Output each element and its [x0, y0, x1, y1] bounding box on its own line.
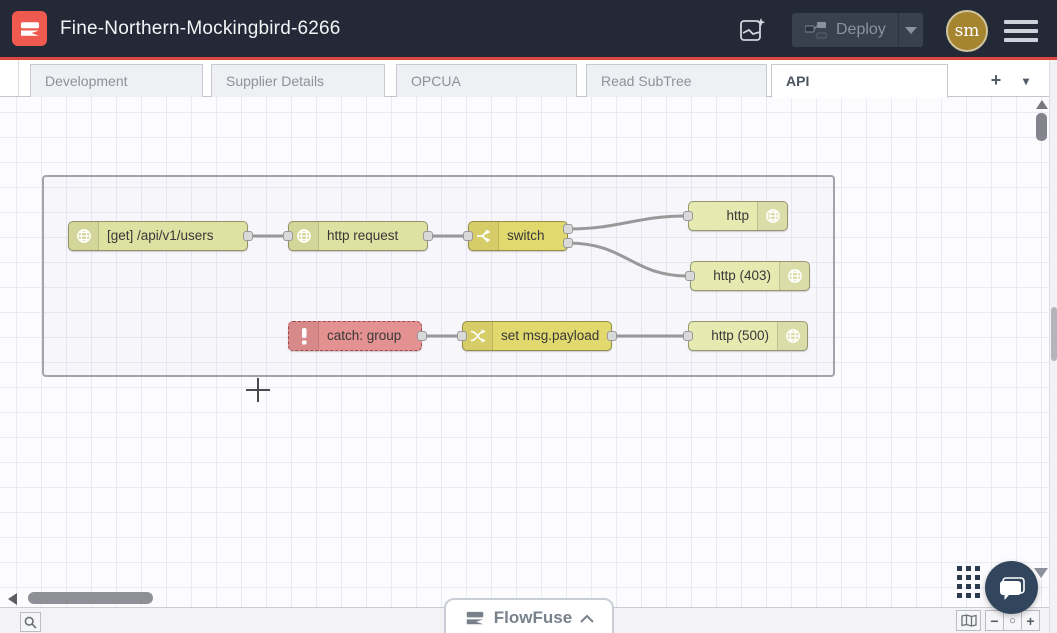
window-scrollbar-thumb[interactable]: [1051, 307, 1057, 361]
avatar-initials: sm: [954, 21, 980, 41]
deploy-nodes-icon: [805, 22, 827, 39]
node-http-request[interactable]: http request: [288, 221, 428, 251]
header: Fine-Northern-Mockingbird-6266 Deploy: [0, 0, 1057, 60]
port-in-http-request[interactable]: [283, 231, 293, 241]
deploy-button-group: Deploy: [792, 13, 923, 47]
node-switch[interactable]: switch: [468, 221, 568, 251]
flowfuse-label: FlowFuse: [493, 608, 573, 627]
node-label: http (403): [713, 268, 771, 283]
node-label: switch: [507, 228, 545, 243]
hscroll-thumb[interactable]: [28, 592, 153, 604]
node-http-403[interactable]: http (403): [690, 261, 810, 291]
hamburger-menu-icon[interactable]: [1004, 20, 1038, 42]
globe-icon: [757, 202, 787, 230]
globe-icon: [69, 222, 99, 250]
workspace-tabbar: Development Supplier Details OPCUA Read …: [0, 60, 1049, 98]
tab-label: API: [786, 73, 810, 89]
port-in-http-response[interactable]: [683, 211, 693, 221]
minimap-toggle-button[interactable]: [956, 610, 981, 631]
node-http-response[interactable]: http: [688, 201, 788, 231]
minimap-icon: [960, 614, 977, 627]
globe-icon: [777, 322, 807, 350]
tab-label: Read SubTree: [601, 73, 692, 89]
node-label: http request: [327, 228, 399, 243]
tab-label: OPCUA: [411, 73, 461, 89]
caret-down-icon: [904, 26, 917, 34]
globe-icon: [289, 222, 319, 250]
port-out1-switch[interactable]: [563, 224, 573, 234]
flowfuse-logo-icon: [20, 21, 39, 36]
deploy-options-button[interactable]: [897, 13, 923, 47]
node-label: set msg.payload: [501, 328, 600, 343]
widget-drag-handle[interactable]: [957, 566, 981, 602]
flowfuse-gray-logo-icon: [466, 611, 484, 625]
tab-supplier-details[interactable]: Supplier Details: [211, 64, 385, 97]
node-label: catch: group: [327, 328, 402, 343]
port-out-catch[interactable]: [417, 331, 427, 341]
node-catch[interactable]: catch: group: [288, 321, 422, 351]
crosshair-cursor: [257, 378, 259, 402]
shuffle-icon: [463, 322, 493, 350]
deploy-label: Deploy: [836, 21, 886, 38]
tab-label: Supplier Details: [226, 73, 325, 89]
add-tab-button[interactable]: +: [990, 70, 1002, 90]
chevron-up-icon: [580, 614, 594, 623]
exclamation-icon: [289, 322, 319, 350]
search-icon: [24, 616, 37, 629]
port-in-http-500[interactable]: [683, 331, 693, 341]
node-http-in[interactable]: [get] /api/v1/users: [68, 221, 248, 251]
tab-read-subtree[interactable]: Read SubTree: [586, 64, 767, 97]
tab-opcua[interactable]: OPCUA: [396, 64, 577, 97]
globe-icon: [779, 262, 809, 290]
wire[interactable]: [566, 214, 688, 231]
tab-tools: + ▾: [981, 64, 1041, 97]
search-button[interactable]: [20, 612, 41, 632]
port-in-http-403[interactable]: [685, 271, 695, 281]
port-out-http-request[interactable]: [423, 231, 433, 241]
tab-list-menu-button[interactable]: ▾: [1022, 73, 1030, 88]
node-label: [get] /api/v1/users: [107, 228, 214, 243]
node-label: http (500): [711, 328, 769, 343]
tab-development[interactable]: Development: [30, 64, 203, 97]
branch-icon: [469, 222, 499, 250]
flow-canvas[interactable]: [get] /api/v1/users http request s: [0, 97, 1049, 607]
hscroll-left-arrow-icon[interactable]: [8, 593, 17, 605]
vscroll-thumb[interactable]: [1036, 113, 1047, 141]
user-avatar[interactable]: sm: [946, 10, 988, 52]
vscroll-down-arrow-icon[interactable]: [1034, 568, 1048, 578]
node-change[interactable]: set msg.payload: [462, 321, 612, 351]
tab-label: Development: [45, 73, 128, 89]
chat-bubble-icon: [999, 576, 1025, 600]
node-http-500[interactable]: http (500): [688, 321, 808, 351]
wire[interactable]: [566, 241, 690, 278]
window-scrollbar: [1049, 60, 1057, 633]
flow-assistant-icon[interactable]: [736, 14, 768, 46]
vscroll-up-arrow-icon[interactable]: [1036, 100, 1048, 109]
port-out-change[interactable]: [607, 331, 617, 341]
port-out-http-in[interactable]: [243, 231, 253, 241]
zoom-in-button[interactable]: +: [1021, 610, 1040, 631]
flowfuse-collapse-bar[interactable]: FlowFuse: [444, 598, 614, 633]
port-in-switch[interactable]: [463, 231, 473, 241]
port-in-change[interactable]: [457, 331, 467, 341]
deploy-button[interactable]: Deploy: [792, 13, 898, 47]
flowfuse-logo[interactable]: [12, 11, 47, 46]
port-out2-switch[interactable]: [563, 238, 573, 248]
zoom-out-button[interactable]: −: [985, 610, 1004, 631]
chat-widget-button[interactable]: [985, 561, 1038, 614]
tabbar-left-divider: [18, 60, 19, 97]
tab-api-active[interactable]: API: [771, 64, 948, 98]
node-label: http: [726, 208, 749, 223]
instance-title: Fine-Northern-Mockingbird-6266: [60, 18, 341, 39]
